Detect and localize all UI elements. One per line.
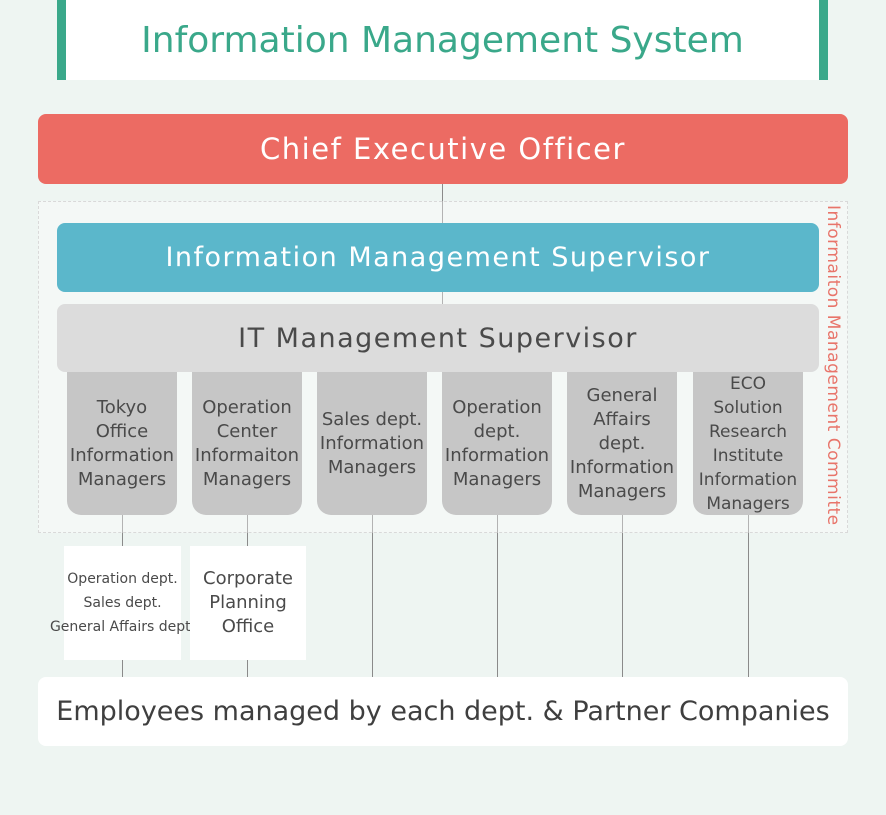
it-management-supervisor-box: IT Management Supervisor	[57, 304, 819, 372]
manager-label: ECO Solution Research Institute Informat…	[698, 373, 798, 514]
employees-box: Employees managed by each dept. & Partne…	[38, 677, 848, 746]
sub-department-box-corporate-planning: Corporate Planning Office	[190, 546, 306, 660]
manager-label: Tokyo Office Information Managers	[69, 396, 175, 490]
sub-department-label: Planning	[209, 592, 287, 613]
manager-box-operation-center: Operation Center Informaiton Managers	[192, 372, 302, 515]
connector-line	[622, 515, 623, 677]
information-management-supervisor-label: Information Management Supervisor	[165, 242, 711, 273]
manager-box-eco-solution: ECO Solution Research Institute Informat…	[693, 372, 803, 515]
it-management-supervisor-label: IT Management Supervisor	[238, 322, 638, 354]
connector-line	[497, 515, 498, 677]
page-title: Information Management System	[57, 0, 828, 80]
manager-label: General Affairs dept. Information Manage…	[569, 384, 675, 502]
connector-line	[748, 515, 749, 677]
sub-department-label: Operation dept.	[67, 571, 178, 587]
manager-box-general-affairs-dept: General Affairs dept. Information Manage…	[567, 372, 677, 515]
sub-department-label: Sales dept.	[83, 595, 162, 611]
employees-label: Employees managed by each dept. & Partne…	[56, 696, 830, 727]
ceo-box: Chief Executive Officer	[38, 114, 848, 184]
committee-label: Informaiton Management Committe	[823, 205, 843, 530]
manager-box-sales-dept: Sales dept. Information Managers	[317, 372, 427, 515]
manager-label: Sales dept. Information Managers	[319, 408, 425, 478]
sub-department-label: Corporate	[203, 568, 293, 589]
ceo-label: Chief Executive Officer	[260, 132, 626, 166]
sub-department-box-tokyo: Operation dept. Sales dept. General Affa…	[50, 546, 195, 660]
sub-department-label: Office	[221, 616, 275, 637]
information-management-supervisor-box: Information Management Supervisor	[57, 223, 819, 292]
manager-box-tokyo-office: Tokyo Office Information Managers	[67, 372, 177, 515]
page-title-text: Information Management System	[141, 19, 744, 61]
manager-label: Operation Center Informaiton Managers	[194, 396, 300, 490]
sub-department-label: General Affairs dept.	[49, 619, 196, 635]
connector-line	[372, 515, 373, 677]
manager-box-operation-dept: Operation dept. Information Managers	[442, 372, 552, 515]
committee-label-text: Informaiton Management Committe	[823, 205, 843, 526]
manager-label: Operation dept. Information Managers	[444, 396, 550, 490]
